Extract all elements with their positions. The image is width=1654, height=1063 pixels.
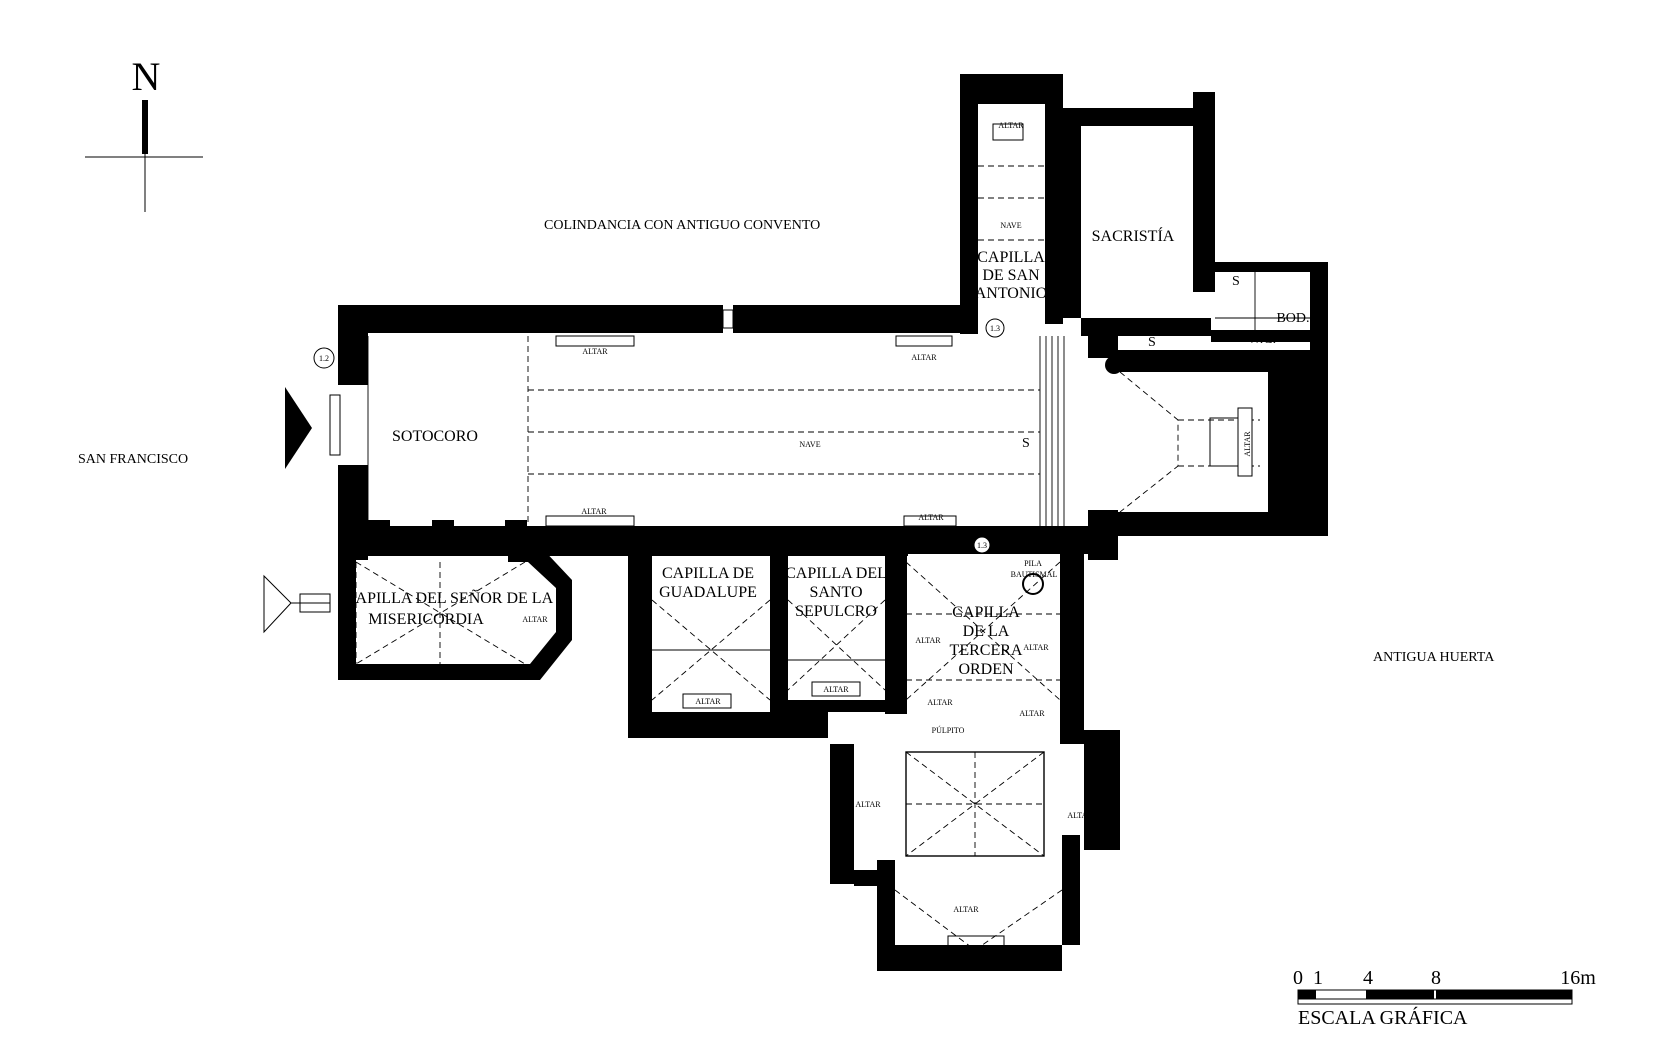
scale-caption: ESCALA GRÁFICA <box>1298 1006 1468 1029</box>
room-santo-sepulcro-2: SANTO <box>809 584 862 601</box>
section-marker-1-3: 1.3 <box>990 324 1000 333</box>
santo-sepulcro-altar-label: ALTAR <box>823 685 849 694</box>
scale-tick-16m: 16m <box>1560 967 1596 989</box>
san-antonio-nave-label: NAVE <box>1000 221 1021 230</box>
misericordia-walls <box>338 546 572 680</box>
room-santo-sepulcro-3: SEPULCRO <box>795 603 877 620</box>
altar-tercera-west-1: ALTAR <box>915 636 941 645</box>
room-misericordia-1: CAPILLA DEL SEÑOR DE LA <box>345 589 554 607</box>
side-entrance-arrow <box>263 574 292 634</box>
scale-tick-4: 4 <box>1363 967 1373 989</box>
room-misericordia-2: MISERICORDIA <box>368 611 484 628</box>
stair-label-sacristy: S <box>1232 274 1240 289</box>
label-east-garden: ANTIGUA HUERTA <box>1373 650 1495 665</box>
altar-tercera-east-1: ALTAR <box>1023 643 1049 652</box>
altar-tercera-west-2: ALTAR <box>927 698 953 707</box>
apse-walls <box>1088 318 1328 560</box>
stair-label-apse: S <box>1148 335 1156 350</box>
room-tercera-orden-3: TERCERA <box>950 642 1023 659</box>
scale-tick-0: 0 <box>1293 967 1303 989</box>
bautismal-label: BAUTISMAL <box>1011 570 1058 579</box>
main-entrance-arrow <box>285 387 312 469</box>
room-san-antonio-3: ANTONIO <box>975 285 1048 302</box>
room-bod: BOD. <box>1276 311 1309 326</box>
room-tercera-orden-4: ORDEN <box>958 661 1014 678</box>
room-santo-sepulcro-1: CAPILLA DEL <box>785 565 887 582</box>
room-nave: NAVE <box>799 440 820 449</box>
north-arrow: N <box>85 54 203 212</box>
scale-tick-1: 1 <box>1313 967 1323 989</box>
north-letter: N <box>132 54 161 99</box>
altar-tercera-south: ALTAR <box>953 905 979 914</box>
sacristy-walls <box>1063 92 1328 352</box>
pila-label: PILA <box>1024 559 1042 568</box>
room-guadalupe-1: CAPILLA DE <box>662 565 754 582</box>
label-north-neighbor: COLINDANCIA CON ANTIGUO CONVENTO <box>544 218 820 233</box>
graphic-scale: 0 1 4 8 16m ESCALA GRÁFICA <box>1293 967 1596 1029</box>
guadalupe-altar-label: ALTAR <box>695 697 721 706</box>
altar-tercera-east-3: ALTAR <box>1067 811 1093 820</box>
altar-nave-south-2: ALTAR <box>918 513 944 522</box>
altar-nave-south-1: ALTAR <box>581 507 607 516</box>
label-west-street: SAN FRANCISCO <box>78 452 188 467</box>
section-marker-1-2: 1.2 <box>319 354 329 363</box>
santo-sepulcro-walls <box>770 554 907 714</box>
main-altar-label: ALTAR <box>1243 431 1252 457</box>
tercera-orden-walls <box>830 526 1120 971</box>
room-sacristia: SACRISTÍA <box>1092 226 1175 245</box>
altar-nave-north-1: ALTAR <box>582 347 608 356</box>
room-tercera-orden-1: CAPILLA <box>952 604 1020 621</box>
misericordia-altar-label: ALTAR <box>522 615 548 624</box>
scale-tick-8: 8 <box>1431 967 1441 989</box>
section-marker-1-3-south: 1.3 <box>977 541 987 550</box>
room-wc: W.C. <box>1248 332 1276 347</box>
room-san-antonio-1: CAPILLA <box>977 249 1045 266</box>
altar-tercera-east-2: ALTAR <box>1019 709 1045 718</box>
altar-tercera-west-3: ALTAR <box>855 800 881 809</box>
altar-nave-north-2: ALTAR <box>911 353 937 362</box>
pulpito-label: PÚLPITO <box>932 725 965 735</box>
nave-walls <box>329 305 1088 560</box>
stair-label-presbytery: S <box>1022 436 1030 451</box>
presbytery-steps <box>1039 336 1065 526</box>
san-antonio-walls <box>960 74 1063 334</box>
room-guadalupe-2: GUADALUPE <box>659 584 757 601</box>
room-tercera-orden-2: DE LA <box>963 623 1010 640</box>
room-sotocoro: SOTOCORO <box>392 428 478 445</box>
san-antonio-altar-label: ALTAR <box>998 121 1024 130</box>
room-san-antonio-2: DE SAN <box>982 267 1040 284</box>
